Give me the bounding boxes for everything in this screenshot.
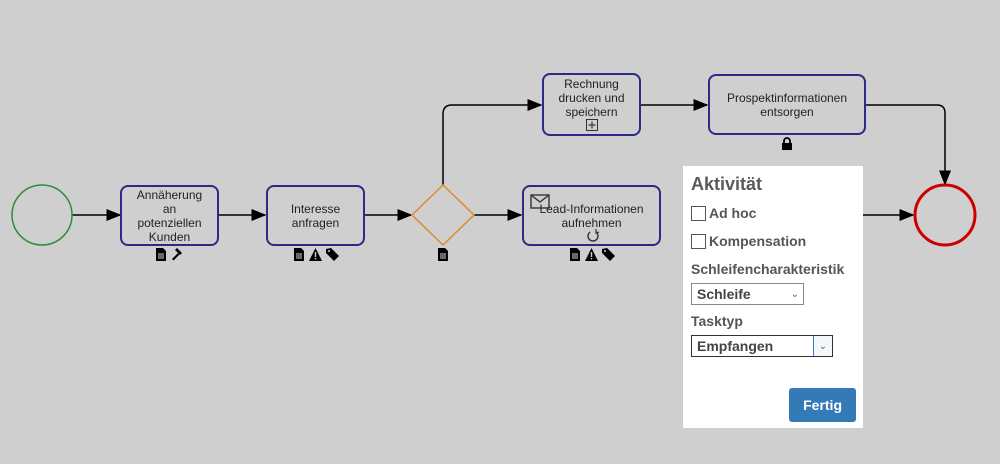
tag-icon[interactable] <box>601 248 615 261</box>
task-label-line: Lead-Informationen <box>539 201 644 216</box>
compensation-row: Kompensation <box>691 233 855 249</box>
gateway-markers <box>413 248 473 261</box>
document-icon[interactable] <box>155 248 167 261</box>
task-markers <box>522 248 661 261</box>
loop-icon <box>587 229 600 242</box>
tag-icon[interactable] <box>325 248 339 261</box>
task-prospektinformationen[interactable]: Prospektinformationen entsorgen <box>708 74 866 135</box>
task-markers <box>708 137 866 150</box>
flow-t5-end[interactable] <box>866 104 951 186</box>
task-label-line: aufnehmen <box>561 215 622 230</box>
compensation-checkbox[interactable] <box>691 233 706 249</box>
task-label-line: Annäherung <box>136 187 203 202</box>
task-label-line: Kunden <box>148 229 191 244</box>
task-markers <box>266 248 365 261</box>
adhoc-checkbox[interactable] <box>691 205 706 221</box>
adhoc-row: Ad hoc <box>691 205 855 221</box>
exclusive-gateway[interactable] <box>410 183 476 247</box>
loop-select[interactable]: Schleife ⌄ <box>691 283 804 305</box>
document-icon[interactable] <box>437 248 449 261</box>
task-label-line: speichern <box>565 105 618 119</box>
task-rechnung-drucken[interactable]: Rechnung drucken und speichern <box>542 73 641 136</box>
flow-gateway-t4[interactable] <box>442 99 543 185</box>
lock-icon[interactable] <box>781 137 793 150</box>
warning-icon[interactable] <box>584 248 598 261</box>
envelope-icon <box>530 194 550 209</box>
chevron-down-icon: ⌄ <box>813 336 832 356</box>
gavel-icon[interactable] <box>171 248 185 261</box>
adhoc-label: Ad hoc <box>709 205 757 221</box>
task-label-line: Rechnung <box>564 77 619 91</box>
start-event[interactable] <box>11 184 73 246</box>
activity-properties-panel: Aktivität Ad hoc Kompensation Schleifenc… <box>683 166 863 428</box>
plus-box-icon[interactable] <box>586 119 598 131</box>
task-markers <box>120 248 219 261</box>
task-interesse-anfragen[interactable]: Interesse anfragen <box>266 185 365 246</box>
warning-icon[interactable] <box>308 248 322 261</box>
document-icon[interactable] <box>293 248 305 261</box>
task-label-line: an <box>162 201 177 216</box>
tasktype-label: Tasktyp <box>691 313 743 329</box>
task-label-line: drucken und <box>558 91 625 105</box>
tasktype-select-value: Empfangen <box>697 338 774 354</box>
loop-label: Schleifencharakteristik <box>691 261 845 277</box>
task-annaeherung[interactable]: Annäherung an potenziellen Kunden <box>120 185 219 246</box>
task-label-line: Prospektinformationen <box>726 90 848 105</box>
task-label-line: anfragen <box>291 215 340 230</box>
task-label-line: Interesse <box>290 201 341 216</box>
task-label-line: potenziellen <box>137 215 202 230</box>
done-button[interactable]: Fertig <box>789 388 856 422</box>
panel-title: Aktivität <box>691 174 763 194</box>
compensation-label: Kompensation <box>709 233 807 249</box>
tasktype-select[interactable]: Empfangen ⌄ <box>691 335 833 357</box>
task-label-line: entsorgen <box>760 104 814 119</box>
task-lead-informationen[interactable]: Lead-Informationen aufnehmen <box>522 185 661 246</box>
chevron-down-icon: ⌄ <box>790 288 799 300</box>
end-event[interactable] <box>913 183 977 247</box>
loop-select-value: Schleife <box>697 286 751 302</box>
document-icon[interactable] <box>569 248 581 261</box>
